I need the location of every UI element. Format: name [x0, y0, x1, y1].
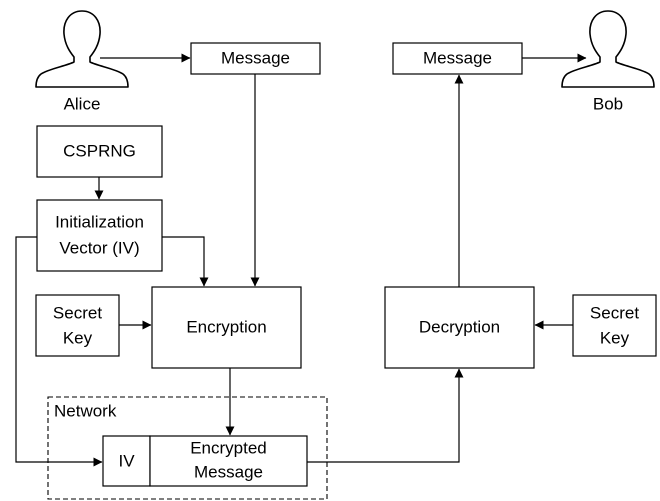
- secret-key-left-line1: Secret: [53, 303, 102, 322]
- encryption-box: [151, 286, 302, 369]
- message-input-box: [190, 42, 321, 75]
- initialization-vector-box: [36, 199, 163, 272]
- secret-key-left-line2: Key: [63, 328, 93, 347]
- csprng-label: CSPRNG: [63, 141, 136, 160]
- secret-key-right-box: [572, 294, 657, 357]
- csprng-box: [36, 125, 163, 178]
- decryption-box: [384, 286, 535, 369]
- iv-label-line2: Vector (IV): [59, 238, 139, 257]
- message-output-label: Message: [423, 48, 492, 67]
- decryption-label: Decryption: [419, 317, 500, 336]
- network-group-boundary: [47, 396, 328, 500]
- secret-key-right-line2: Key: [600, 328, 630, 347]
- secret-key-right-line1: Secret: [590, 303, 639, 322]
- iv-label-line1: Initialization: [55, 212, 144, 231]
- alice-person-icon: [35, 10, 129, 88]
- encrypted-message-box: [149, 435, 308, 487]
- bob-label: Bob: [593, 94, 623, 113]
- bob-person-icon: [561, 10, 655, 88]
- message-output-box: [392, 42, 523, 75]
- edge-encrypted-message-to-decryption: [307, 368, 464, 463]
- network-group-label: Network: [54, 401, 117, 420]
- edge-iv-to-network-iv: [15, 236, 103, 467]
- alice-label: Alice: [64, 94, 101, 113]
- iv-cell-label: IV: [118, 451, 135, 470]
- encrypted-message-line1: Encrypted: [190, 438, 267, 457]
- encrypted-message-line2: Message: [194, 462, 263, 481]
- encryption-label: Encryption: [186, 317, 266, 336]
- edge-iv-to-encryption: [162, 236, 209, 287]
- message-input-label: Message: [221, 48, 290, 67]
